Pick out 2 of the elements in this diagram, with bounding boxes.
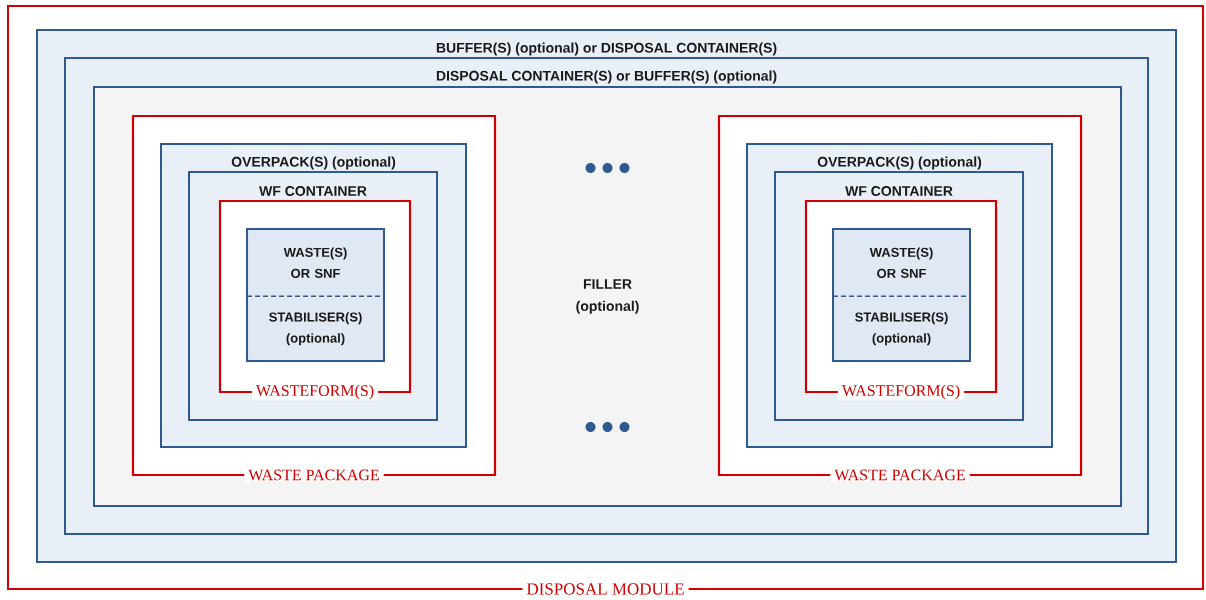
waste-box: WASTE(S) OR SNF STABILISER(S) (optional) bbox=[832, 228, 971, 362]
waste-box: WASTE(S) OR SNF STABILISER(S) (optional) bbox=[246, 228, 385, 362]
